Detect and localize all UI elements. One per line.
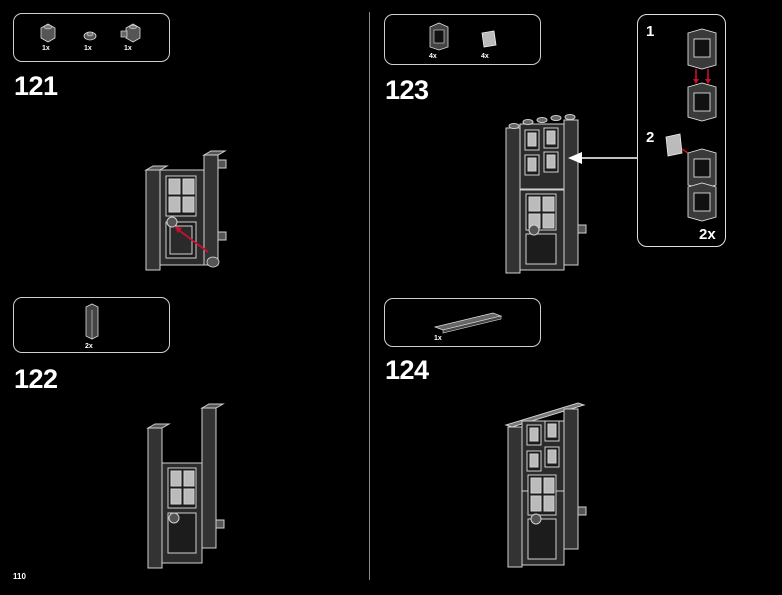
step-number: 122: [14, 364, 58, 394]
brick-1x1-round-icon: [40, 23, 56, 43]
part-qty: 1x: [434, 335, 442, 342]
part-qty: 4x: [429, 53, 437, 60]
parts-box-step-123: 4x 4x: [384, 14, 541, 65]
parts-box-step-121: 1x 1x 1x: [13, 13, 170, 62]
part-qty: 1x: [42, 45, 50, 52]
bracket-brick-icon: [120, 23, 141, 43]
window-frame-icon: [429, 22, 449, 51]
window-glass-insert: [665, 133, 717, 222]
part-qty: 2x: [85, 343, 93, 350]
round-plate-icon: [83, 31, 97, 41]
window-glass-icon: [481, 30, 497, 48]
sub-assembly-callout: 1 2 2x: [637, 14, 726, 247]
multiplier-label: 2x: [699, 226, 716, 243]
parts-box-step-122: 2x: [13, 297, 170, 353]
brick-1x1x3-icon: [85, 303, 99, 340]
wall-window-assembly-step-124: [504, 402, 587, 568]
substep-number: 1: [646, 23, 655, 40]
tile-1x6-icon: [433, 312, 503, 334]
column-divider: [369, 12, 370, 580]
step-number: 123: [385, 75, 429, 105]
part-qty: 4x: [481, 53, 489, 60]
callout-pointer-arrow: [568, 152, 638, 164]
window-frame-stack-1: [687, 28, 717, 122]
wall-window-assembly-step-123: [505, 114, 587, 274]
page-number: 110: [13, 572, 26, 581]
wall-window-assembly-step-122: [146, 403, 225, 569]
step-number: 121: [14, 71, 58, 101]
parts-box-step-124: 1x: [384, 298, 541, 347]
part-qty: 1x: [124, 45, 132, 52]
substep-number: 2: [646, 129, 655, 146]
step-number: 124: [385, 355, 429, 385]
part-qty: 1x: [84, 45, 92, 52]
wall-window-assembly-step-121: [144, 150, 227, 271]
